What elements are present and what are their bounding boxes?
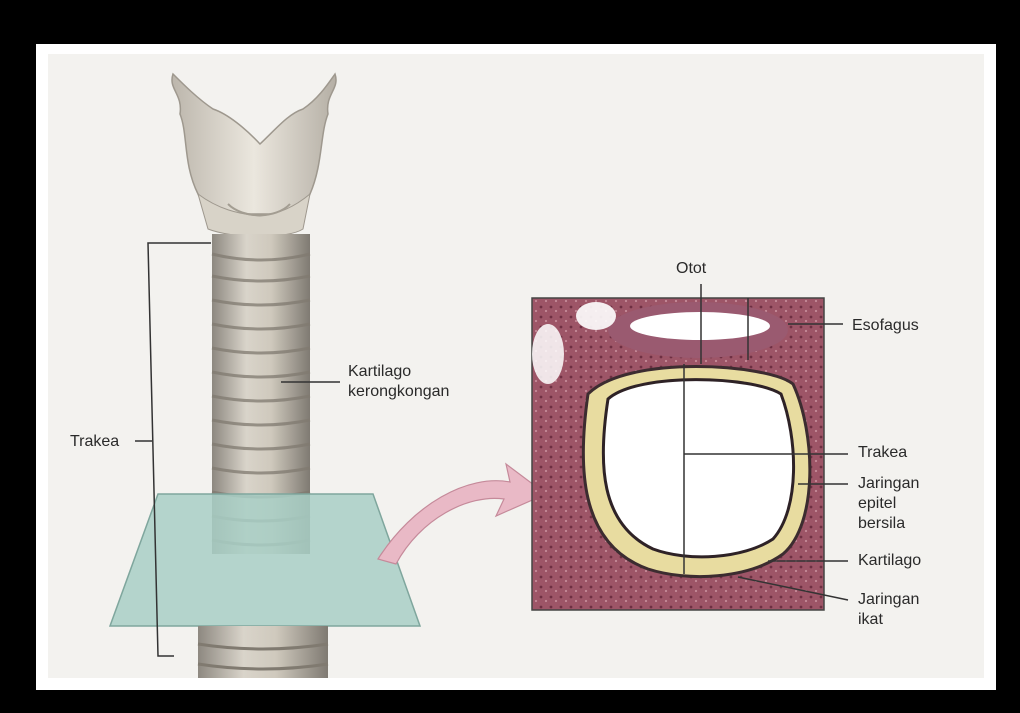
label-kartilago-kerongkongan: Kartilago kerongkongan	[348, 362, 449, 402]
label-kartilago: Kartilago	[858, 551, 921, 571]
label-trakea-right: Trakea	[858, 443, 907, 463]
label-jaringan-epitel-bersila: Jaringan epitel bersila	[858, 474, 919, 534]
trachea-lower	[198, 626, 328, 678]
label-jaringan-ikat: Jaringan ikat	[858, 590, 919, 630]
diagram-svg	[48, 54, 984, 678]
zoom-arrow	[378, 464, 546, 564]
larynx-illustration	[172, 74, 336, 237]
diagram-panel: Kartilago kerongkongan Trakea Otot Esofa…	[48, 54, 984, 678]
label-otot: Otot	[676, 259, 706, 279]
label-esofagus: Esofagus	[852, 316, 919, 336]
label-trakea-left: Trakea	[70, 432, 119, 452]
